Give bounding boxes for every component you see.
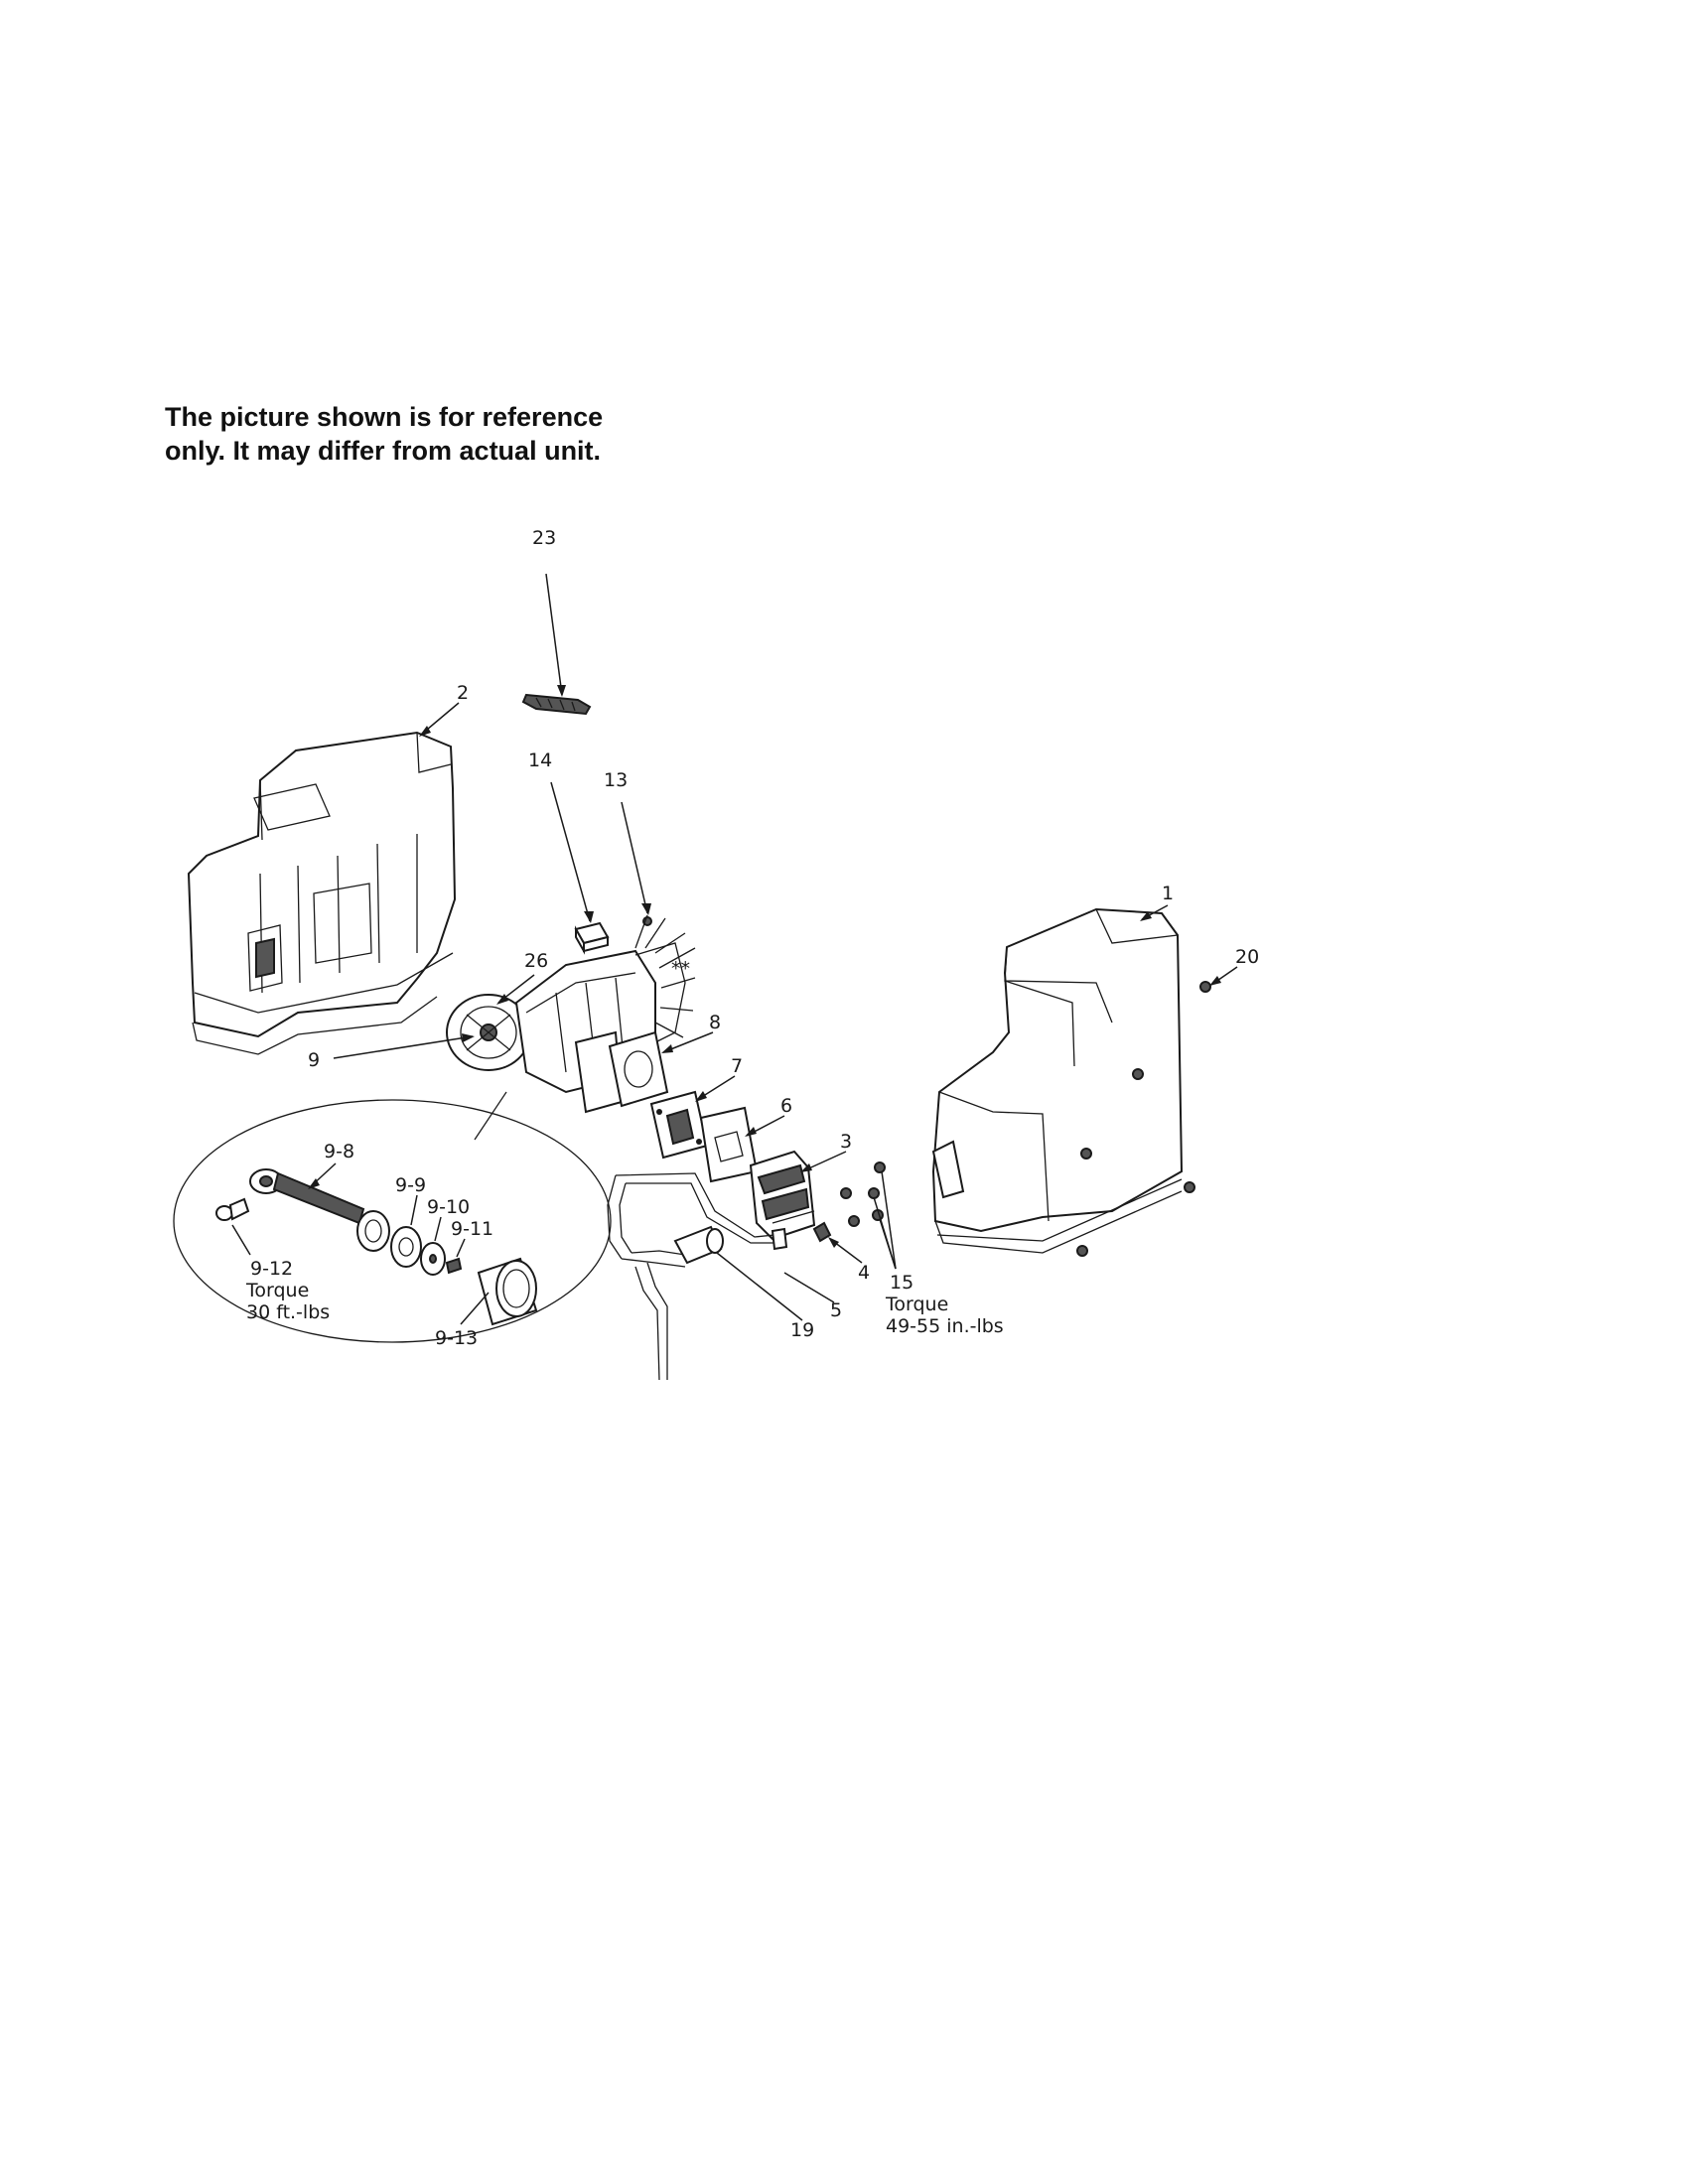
callout-7: 7: [731, 1055, 743, 1077]
reference-notice-line-2: only. It may differ from actual unit.: [165, 436, 602, 466]
part-19-discharge-tube: [607, 1172, 788, 1381]
part-3-cylinder-head: [749, 1150, 816, 1241]
leader-9-10: [434, 1216, 442, 1242]
leader-9-12: [231, 1224, 251, 1256]
callout-9-11: 9-11: [451, 1218, 493, 1240]
leader-9: [333, 1035, 474, 1059]
part-2-left-shroud: [187, 731, 457, 1055]
callout-5: 5: [830, 1299, 842, 1321]
part-6-head-gasket: [699, 1106, 759, 1183]
callout-9-9: 9-9: [395, 1174, 426, 1196]
torque-head-value: 49-55 in.-lbs: [886, 1315, 1004, 1337]
callout-20: 20: [1235, 946, 1259, 968]
callout-9-10: 9-10: [427, 1196, 470, 1218]
callout-9-12: 9-12: [250, 1258, 293, 1280]
part-7-valve-plate: [649, 1090, 709, 1160]
callout-4: 4: [858, 1262, 870, 1284]
callout-stars: **: [671, 958, 690, 980]
part-9-10-retainer: [420, 1242, 446, 1276]
inset-connector: [474, 1091, 507, 1141]
callout-15: 15: [890, 1272, 913, 1294]
leader-9-13: [460, 1292, 490, 1325]
leader-14: [550, 781, 591, 922]
callout-3: 3: [840, 1131, 852, 1153]
callout-8: 8: [709, 1012, 721, 1033]
leader-9-9: [410, 1194, 418, 1226]
reference-notice-line-1: The picture shown is for reference: [165, 402, 604, 432]
part-9-9-washer: [390, 1226, 422, 1268]
leader-13: [621, 801, 648, 914]
part-15-head-bolts: [840, 1161, 886, 1227]
part-9-13-cylinder-sleeve: [477, 1257, 538, 1326]
callout-9-13: 9-13: [435, 1327, 478, 1349]
leader-15-c: [879, 1218, 897, 1270]
leader-23: [545, 573, 563, 696]
part-9-8-connecting-rod: [249, 1168, 390, 1252]
inset-ellipse: [173, 1099, 612, 1343]
leader-5: [783, 1272, 835, 1303]
reference-notice: The picture shown is for reference only.…: [165, 400, 681, 468]
callout-6: 6: [780, 1095, 792, 1117]
part-23-handle-grip: [521, 693, 592, 716]
part-1-right-shroud: [931, 907, 1184, 1254]
torque-head-label: Torque: [885, 1294, 948, 1315]
callout-14: 14: [528, 750, 552, 771]
callout-9: 9: [308, 1049, 320, 1071]
leader-19: [716, 1252, 803, 1321]
part-8-gasket: [608, 1030, 669, 1108]
torque-rod-value: 30 ft.-lbs: [246, 1301, 330, 1323]
part-9-12-bolt: [215, 1197, 250, 1221]
part-20-screws: [1076, 981, 1211, 1257]
callout-23: 23: [532, 527, 556, 549]
callout-26: 26: [524, 950, 548, 972]
leader-9-11: [456, 1238, 466, 1258]
part-14-filter: [574, 921, 610, 955]
leader-15-a: [881, 1170, 897, 1270]
part-4-fitting: [812, 1221, 832, 1243]
torque-rod-label: Torque: [245, 1280, 309, 1301]
callout-1: 1: [1162, 883, 1174, 904]
callout-9-8: 9-8: [324, 1141, 354, 1162]
callout-19: 19: [790, 1319, 814, 1341]
part-9-11-screw: [445, 1257, 463, 1275]
callout-13: 13: [604, 769, 628, 791]
callout-2: 2: [457, 682, 469, 704]
